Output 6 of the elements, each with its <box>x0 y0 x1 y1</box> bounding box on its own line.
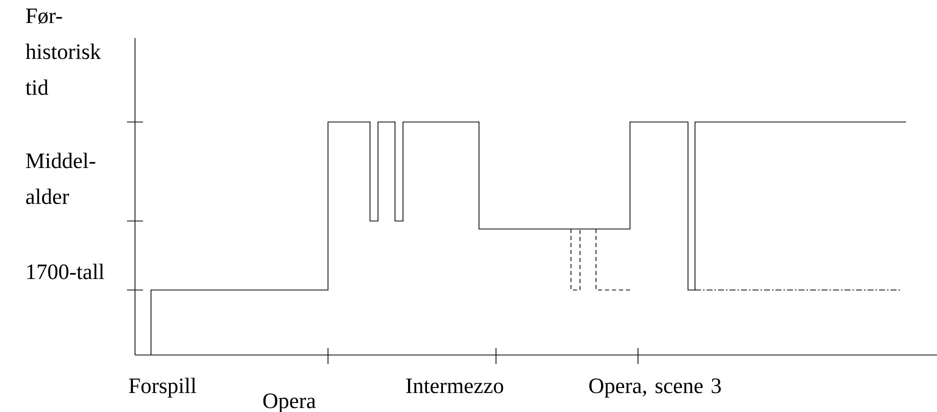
axis-label: Forspill <box>129 378 196 398</box>
axis-label: 1700-tall <box>27 264 104 280</box>
axis-label: Før- historisk tid <box>26 8 101 95</box>
axis-label: Opera, scene 3 <box>589 378 721 398</box>
axis-label: Intermezzo <box>406 378 504 394</box>
axis-label: Middel- alder <box>26 152 96 204</box>
